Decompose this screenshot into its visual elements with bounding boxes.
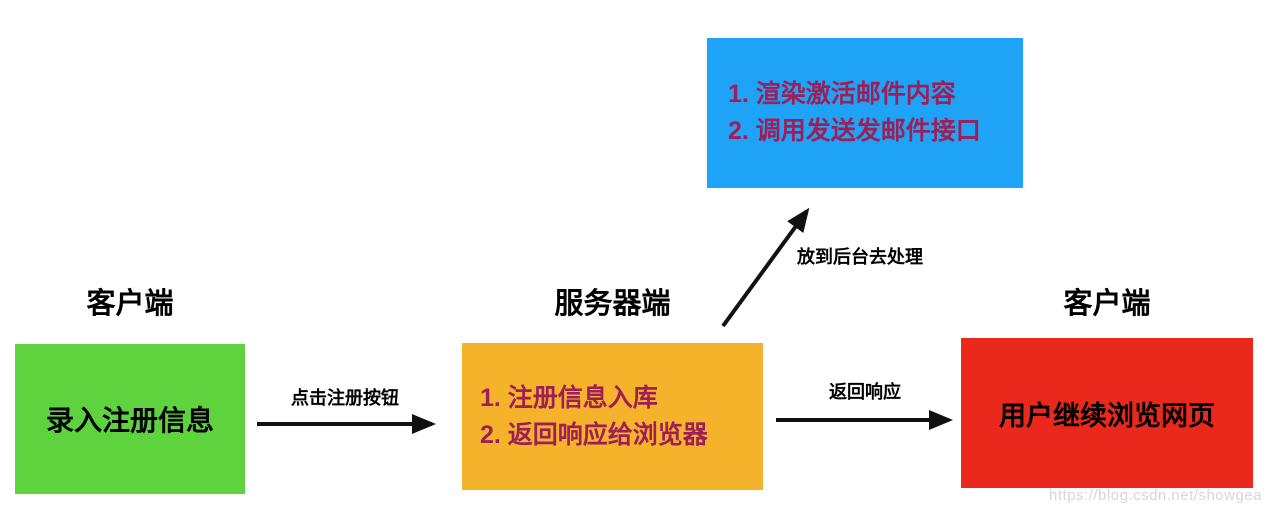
client-result-box: 用户继续浏览网页 [961,338,1253,488]
email-task-box: 1. 渲染激活邮件内容 2. 调用发送发邮件接口 [707,38,1023,188]
client-input-text: 录入注册信息 [45,405,214,436]
arrow-label-return-response: 返回响应 [829,382,901,402]
server-step-2: 2. 返回响应给浏览器 [480,420,708,449]
server-step-1: 1. 注册信息入库 [480,383,658,412]
arrow-label-background-process: 放到后台去处理 [797,247,923,267]
email-task-step-2: 2. 调用发送发邮件接口 [728,117,981,145]
client-input-box: 录入注册信息 [15,344,245,494]
server-box: 1. 注册信息入库 2. 返回响应给浏览器 [462,343,763,490]
email-task-step-1: 1. 渲染激活邮件内容 [728,80,956,108]
header-server: 服务器端 [554,288,671,320]
watermark-url: https://blog.csdn.net/showgea [1049,487,1262,504]
client-result-text: 用户继续浏览网页 [999,400,1215,431]
header-client-right: 客户端 [1063,288,1151,320]
arrow-label-click-register: 点击注册按钮 [291,388,399,408]
header-client-left: 客户端 [86,288,174,320]
